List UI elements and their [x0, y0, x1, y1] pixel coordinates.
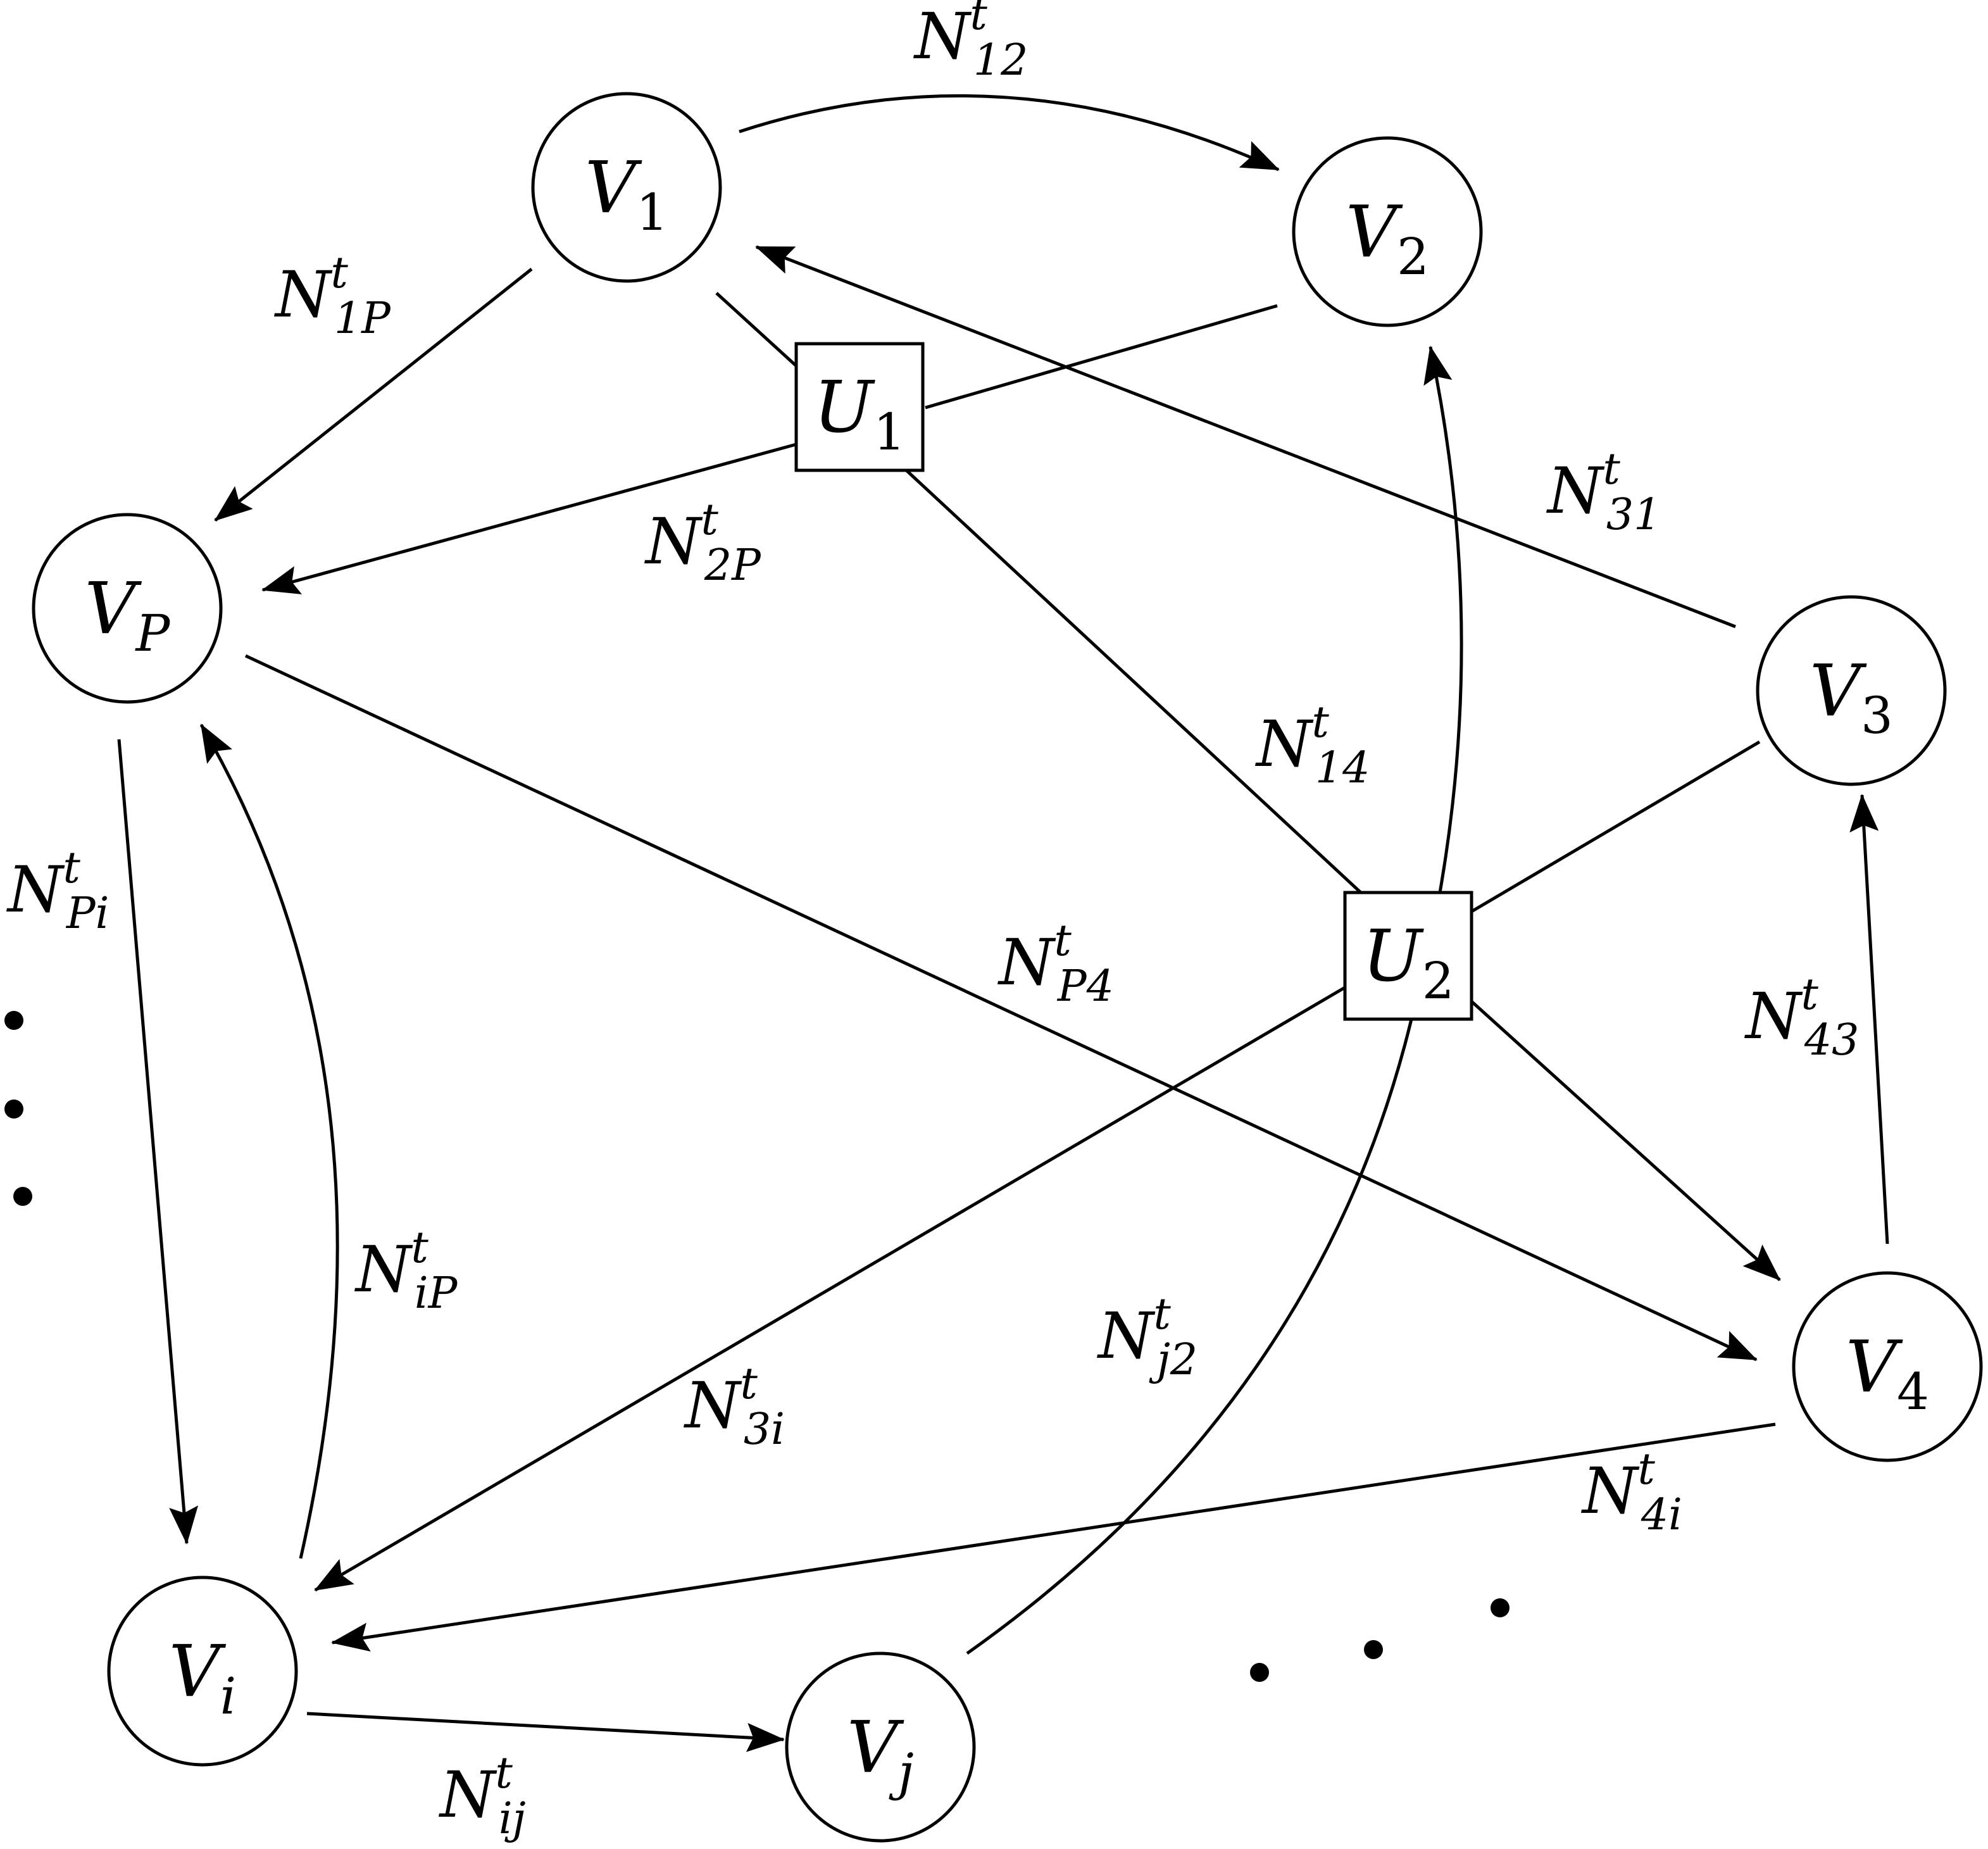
node-v3: V3: [1756, 595, 1947, 786]
node-vj: Vj: [785, 1652, 976, 1843]
edge-vi-vj: [306, 1712, 785, 1752]
edge-v1-u1: [715, 292, 797, 367]
edge-vi-vp: [199, 724, 339, 1559]
svg-text:Vj: Vj: [847, 1707, 914, 1802]
edge-u1-u2: [905, 469, 1362, 894]
vertical-ellipsis: [4, 1011, 32, 1206]
svg-text:U1: U1: [813, 367, 905, 461]
svg-text:V2: V2: [1346, 191, 1429, 286]
edge-u1-vp: [261, 442, 797, 594]
edge-v4-v3: [1849, 794, 1889, 1244]
svg-text:VP: VP: [85, 568, 171, 663]
node-v1: V1: [531, 92, 722, 283]
edge-v4-vi: [331, 1422, 1776, 1652]
edge-u2-vi: [314, 986, 1346, 1592]
edge-u2-v2: [1423, 346, 1463, 893]
node-vi: Vi: [107, 1576, 298, 1767]
svg-text:U2: U2: [1362, 915, 1454, 1010]
edge-v1-vp: [214, 268, 533, 522]
svg-text:Vi: Vi: [169, 1631, 236, 1726]
node-u1: U1: [794, 342, 925, 472]
edge-v2-u1: [925, 304, 1278, 410]
svg-text:V3: V3: [1810, 650, 1893, 745]
node-vp: VP: [32, 513, 223, 704]
edge-vp-v4: [244, 654, 1758, 1362]
edge-v3-u2: [1470, 740, 1761, 913]
svg-text:V4: V4: [1846, 1326, 1929, 1421]
edges: [117, 94, 1889, 1752]
edge-u2-v4: [1470, 1000, 1781, 1281]
node-u2: U2: [1343, 891, 1473, 1021]
node-v2: V2: [1292, 136, 1483, 327]
edge-vj-u2: [966, 1019, 1413, 1655]
edge-v3-v1: [755, 245, 1736, 629]
svg-text:V1: V1: [585, 147, 668, 242]
edge-v1-v2: [739, 94, 1280, 172]
nodes: V1 V2 VP V3 V4: [32, 92, 1983, 1843]
horizontal-ellipsis: [1250, 1598, 1510, 1682]
node-v4: V4: [1792, 1271, 1983, 1462]
edge-vp-vi: [117, 739, 199, 1545]
